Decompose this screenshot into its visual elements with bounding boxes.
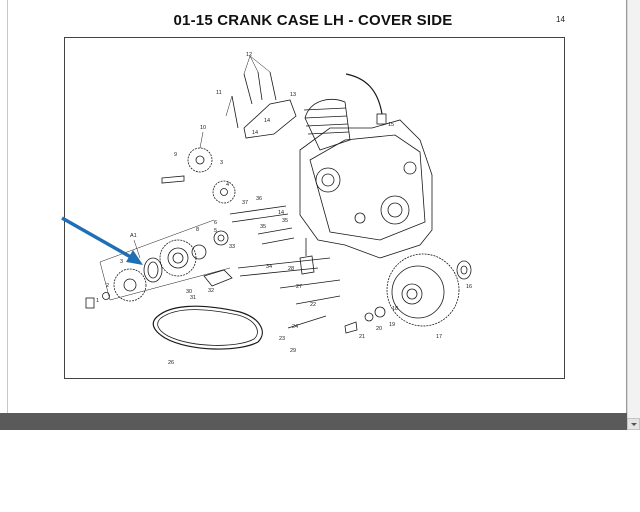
part-label-15: 15 [388, 122, 394, 128]
part-label-3: 3 [120, 259, 123, 265]
crank-case-body [299, 119, 433, 259]
part-label-14: 14 [278, 210, 284, 216]
part-label-31: 31 [190, 295, 196, 301]
primary-gear [159, 239, 197, 277]
empty-viewer-area [0, 430, 640, 512]
viewer-bottom-bar [0, 413, 627, 430]
part-label-14: 14 [264, 118, 270, 124]
cover-plate [243, 99, 297, 139]
page-margin-rule [7, 0, 8, 413]
part-label-32: 32 [208, 288, 214, 294]
part-label-37: 37 [242, 200, 248, 206]
part-label-19: 19 [389, 322, 395, 328]
part-label-13: 13 [290, 92, 296, 98]
part-label-10: 10 [200, 125, 206, 131]
part-label-20: 20 [376, 326, 382, 332]
part-label-9: 9 [174, 152, 177, 158]
part-label-34: 34 [266, 264, 272, 270]
part-label-30: 30 [186, 289, 192, 295]
part-label-17: 17 [436, 334, 442, 340]
part-label-3: 3 [220, 160, 223, 166]
part-label-35: 35 [282, 218, 288, 224]
part-label-4: 4 [226, 182, 229, 188]
part-label-12: 12 [246, 52, 252, 58]
gear-10 [187, 147, 213, 173]
part-label-16: 16 [466, 284, 472, 290]
part-label-36: 36 [256, 196, 262, 202]
document-page: 01-15 CRANK CASE LH - COVER SIDE 14 [7, 0, 627, 413]
part-label-18: 18 [392, 306, 398, 312]
part-label-24: 24 [292, 324, 298, 330]
washer-16 [456, 260, 472, 280]
part-label-21: 21 [359, 334, 365, 340]
drive-sprocket [113, 268, 147, 302]
part-label-26: 26 [168, 360, 174, 366]
part-label-14: 14 [252, 130, 258, 136]
part-label-5: 5 [214, 228, 217, 234]
clutch-drum [386, 253, 460, 327]
part-label-22: 22 [310, 302, 316, 308]
part-label-29: 29 [290, 348, 296, 354]
breather-tube [345, 73, 383, 115]
part-label-2: 2 [106, 283, 109, 289]
part-label-A1: A1 [130, 233, 137, 239]
gear-4 [212, 180, 236, 204]
part-label-8: 8 [196, 227, 199, 233]
drive-belt [152, 305, 263, 350]
seal-ring [143, 257, 163, 283]
page-title: 01-15 CRANK CASE LH - COVER SIDE [173, 12, 453, 29]
page-number: 14 [556, 15, 565, 24]
diagram-frame [64, 37, 565, 379]
part-label-6: 6 [214, 220, 217, 226]
part-label-27: 27 [296, 284, 302, 290]
part-label-11: 11 [216, 90, 222, 96]
scroll-down-arrow-icon[interactable] [627, 418, 640, 430]
part-label-1: 1 [96, 298, 99, 304]
part-label-33: 33 [229, 244, 235, 250]
part-label-23: 23 [279, 336, 285, 342]
vertical-scrollbar[interactable] [627, 0, 640, 430]
callout-arrow [61, 216, 143, 265]
part-label-35: 35 [260, 224, 266, 230]
cylinder-fins [304, 99, 351, 151]
part-label-28: 28 [288, 266, 294, 272]
